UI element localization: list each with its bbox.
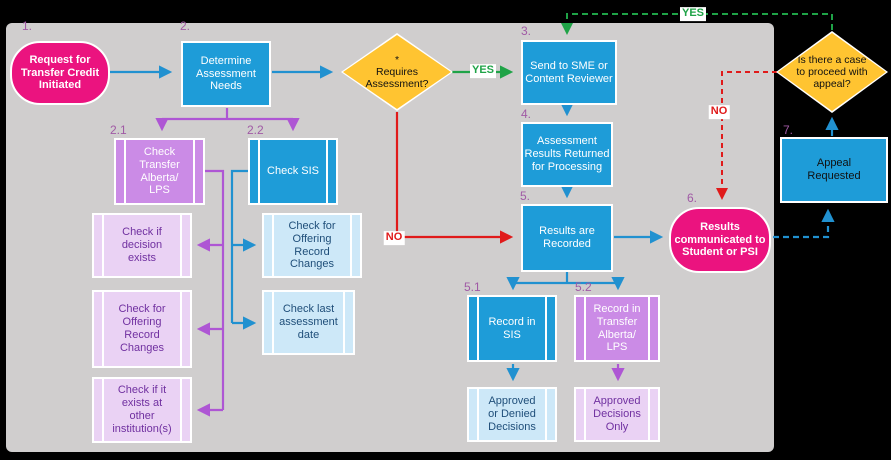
- requires-assessment-note: *: [394, 53, 400, 66]
- check-exists-other-label: Check if it exists at other institution(…: [112, 384, 172, 435]
- approved-only-label: Approved Decisions Only: [593, 395, 641, 433]
- send-to-sme-label: Send to SME or Content Reviewer: [525, 59, 613, 85]
- approved-denied-label: Approved or Denied Decisions: [488, 395, 536, 433]
- assessment-results-returned-box: Assessment Results Returned for Processi…: [521, 122, 613, 187]
- results-communicated-terminator: Results communicated to Student or PSI: [669, 207, 771, 273]
- send-to-sme-box: Send to SME or Content Reviewer: [521, 40, 617, 105]
- step-number-5-1: 5.1: [464, 280, 481, 294]
- record-in-sis-label: Record in SIS: [488, 315, 536, 341]
- step-number-7: 7.: [783, 123, 794, 137]
- step-number-2-1: 2.1: [110, 123, 127, 137]
- determine-assessment-needs-label: Determine Assessment Needs: [196, 54, 256, 93]
- start-terminator: Request for Transfer Credit Initiated: [10, 41, 110, 105]
- check-last-assessment-box: Check last assessment date: [262, 290, 355, 355]
- assessment-results-returned-label: Assessment Results Returned for Processi…: [524, 135, 610, 173]
- check-exists-other-box: Check if it exists at other institution(…: [92, 377, 192, 443]
- check-decision-exists-box: Check if decision exists: [92, 213, 192, 278]
- approved-only-box: Approved Decisions Only: [574, 387, 660, 442]
- record-in-transfer-alberta-label: Record in Transfer Alberta/ LPS: [593, 302, 641, 354]
- check-transfer-alberta-box: Check Transfer Alberta/ LPS: [114, 138, 205, 205]
- edge-label-yes-requires: YES: [469, 64, 497, 78]
- start-terminator-label: Request for Transfer Credit Initiated: [20, 53, 100, 92]
- step-number-5-2: 5.2: [575, 280, 592, 294]
- check-transfer-alberta-label: Check Transfer Alberta/ LPS: [139, 145, 180, 197]
- appeal-requested-label: Appeal Requested: [807, 157, 861, 182]
- step-number-4: 4.: [521, 107, 532, 121]
- check-offering-changes-sis-box: Check for Offering Record Changes: [262, 213, 362, 278]
- record-in-sis-box: Record in SIS: [467, 295, 557, 362]
- step-number-3: 3.: [521, 24, 532, 38]
- check-offering-changes-ta-box: Check for Offering Record Changes: [92, 290, 192, 368]
- step-number-5: 5.: [520, 189, 531, 203]
- results-communicated-label: Results communicated to Student or PSI: [674, 220, 766, 259]
- check-offering-changes-sis-label: Check for Offering Record Changes: [288, 219, 336, 271]
- check-last-assessment-label: Check last assessment date: [279, 303, 338, 341]
- appeal-case-decision: Is there a case to proceed with appeal?: [776, 31, 888, 113]
- step-number-1: 1.: [22, 19, 33, 33]
- step-number-6: 6.: [687, 191, 698, 205]
- step-number-2: 2.: [180, 19, 191, 33]
- step-number-2-2: 2.2: [247, 123, 264, 137]
- record-in-transfer-alberta-box: Record in Transfer Alberta/ LPS: [574, 295, 660, 362]
- appeal-requested-box: Appeal Requested: [780, 137, 888, 203]
- determine-assessment-needs-box: Determine Assessment Needs: [181, 41, 271, 107]
- edge-label-yes-appeal: YES: [679, 7, 707, 21]
- appeal-case-decision-face: Is there a case to proceed with appeal?: [778, 33, 886, 111]
- requires-assessment-label: Requires Assessment?: [365, 65, 429, 91]
- check-decision-exists-label: Check if decision exists: [121, 226, 163, 264]
- appeal-case-label: Is there a case to proceed with appeal?: [796, 53, 868, 91]
- check-sis-box: Check SIS: [248, 138, 338, 205]
- check-offering-changes-ta-label: Check for Offering Record Changes: [118, 303, 166, 354]
- approved-denied-box: Approved or Denied Decisions: [467, 387, 557, 442]
- results-recorded-label: Results are Recorded: [539, 225, 595, 250]
- check-sis-label: Check SIS: [267, 165, 319, 178]
- edge-label-no-appeal: NO: [708, 105, 730, 119]
- results-recorded-box: Results are Recorded: [521, 204, 613, 272]
- edge-label-no-requires: NO: [383, 231, 405, 245]
